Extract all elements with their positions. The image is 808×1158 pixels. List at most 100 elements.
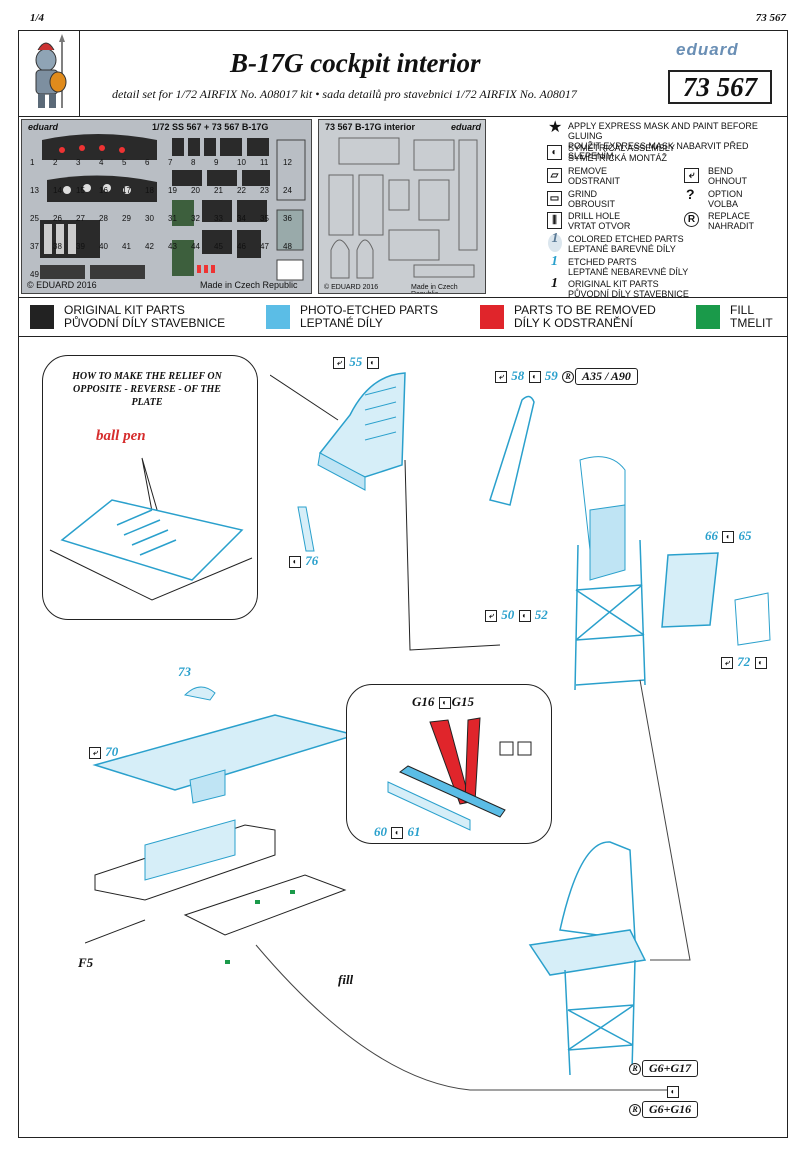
fret-part-number: 27 [76,214,85,223]
fret-part-number: 32 [191,214,200,223]
bend-icon: ⤶ [333,357,345,370]
fret-part-number: 13 [30,186,39,195]
fret-part-number: 5 [122,158,127,167]
fret-part-number: 19 [168,186,177,195]
yin-yang-icon: ◐ [666,1083,680,1101]
relief-title: HOW TO MAKE THE RELIEF ON OPPOSITE - REV… [72,371,222,408]
kit-part-icon: 1 [551,276,558,291]
etched-icon: 1 [551,254,558,269]
floor-assembly-drawing [85,686,358,964]
colored-etched-icon: 1 [548,232,562,252]
fret-plain-image: 73 567 B-17G interior eduard © EDUARD 20… [318,119,486,294]
subtitle: detail set for 1/72 AIRFIX No. A08017 ki… [112,87,577,101]
fret-part-number: 38 [53,242,62,251]
star-icon: ★ [548,119,563,136]
bend-icon: ⤶ [721,657,733,670]
label-f5: F5 [78,955,94,970]
fret-part-number: 14 [53,186,62,195]
fret-part-number: 11 [260,158,269,167]
callout-76: ◐ 76 [288,553,318,569]
fret-part-number: 43 [168,242,177,251]
callout-60-61: 60 ◐ 61 [374,824,421,840]
fret-part-number: 1 [30,158,35,167]
yin-yang-icon: ◐ [528,371,541,384]
fret-part-number: 33 [214,214,223,223]
fret-part-number: 23 [260,186,269,195]
swatch-remove [480,305,504,329]
seat-frame-drawing [404,456,646,691]
callout-72: ⤶ 72 ◐ [720,654,768,670]
fret1-copyright: © EDUARD 2016 [27,280,97,290]
fret2-title: 73 567 B-17G interior [325,122,416,132]
callout-73: 73 [178,664,191,679]
fret-part-number: 22 [237,186,246,195]
fret1-brand: eduard [28,122,59,132]
fret-part-number: 6 [145,158,150,167]
brand-logo: eduard [676,40,739,59]
side-panel-drawing [489,395,535,506]
fret-part-number: 47 [260,242,269,251]
fret-part-number: 45 [214,242,223,251]
callout-66-65: 66 ◐ 65 [705,528,752,544]
fret-part-number: 20 [191,186,200,195]
fret-part-number: 34 [237,214,246,223]
bend-icon: ⤶ [495,371,507,384]
fret-part-number: 37 [30,242,39,251]
replace-icon: R [562,371,574,384]
replace-icon: R [629,1104,641,1117]
yin-yang-icon: ◐ [391,827,404,840]
fret-part-number: 40 [99,242,108,251]
remove-icon: ▱ [547,168,562,183]
fret-part-number: 7 [168,158,173,167]
header [18,30,788,117]
knight-logo-box [18,30,80,117]
set-number-box: 73 567 [668,70,772,104]
yin-yang-icon: ◐ [754,657,767,670]
seat-back-drawing [270,372,406,491]
fret-part-number: 30 [145,214,154,223]
fret-part-number: 10 [237,158,246,167]
fret-part-number: 15 [76,186,85,195]
fret-part-number: 25 [30,214,39,223]
fret-part-number: 8 [191,158,196,167]
callout-55: ⤶ 55 ◐ [332,354,380,370]
label-fill: fill [338,972,354,987]
swatch-fill [696,305,720,329]
fret-part-number: 17 [122,186,131,195]
bend-icon: ⤶ [684,168,699,183]
fret-part-number: 36 [283,214,292,223]
callout-70: ⤶ 70 [88,744,118,760]
grind-icon: ▭ [547,191,562,206]
fret-part-number: 18 [145,186,154,195]
yin-yang-icon: ◐ [547,145,562,160]
bend-icon: ⤶ [485,610,497,623]
swatch-photo-etched [266,305,290,329]
part-76-drawing [297,506,315,552]
fret1-title: 1/72 SS 567 + 73 567 B-17G [152,122,269,132]
fret-part-number: 35 [260,214,269,223]
fret-part-number: 26 [53,214,62,223]
fret-part-number: 4 [99,158,104,167]
page-number: 1/4 [30,12,45,24]
swatch-kit-parts [30,305,54,329]
yin-yang-icon: ◐ [722,531,735,544]
fret-part-number: 41 [122,242,131,251]
fret-part-number: 3 [76,158,81,167]
drill-icon: ⫼ [547,212,562,229]
fret-part-number: 2 [53,158,58,167]
fret-part-number: 16 [99,186,108,195]
fret1-parts-drawing [40,134,306,281]
callout-50-52: ⤶ 50 ◐ 52 [484,607,548,623]
replace-icon: R [629,1063,641,1076]
fret-part-number: 42 [145,242,154,251]
color-key-bar [18,297,788,337]
knight-mascot-icon [35,34,67,108]
set-number-top: 73 567 [755,12,786,24]
part-ref-a35: A35 / A90 [575,368,638,385]
